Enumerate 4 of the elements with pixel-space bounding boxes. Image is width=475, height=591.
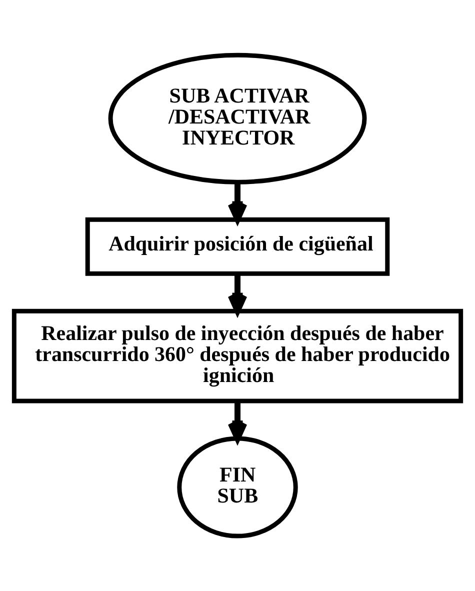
node-ellipse: SUB ACTIVAR /DESACTIVAR INYECTOR	[108, 52, 367, 184]
node-box: Adquirir posición de cigüeñal	[85, 217, 390, 276]
node-ellipse: FIN SUB	[177, 436, 298, 538]
node-box: Realizar pulso de inyección después de haber transcurrido 360° después de haber producido ignición	[12, 308, 464, 404]
